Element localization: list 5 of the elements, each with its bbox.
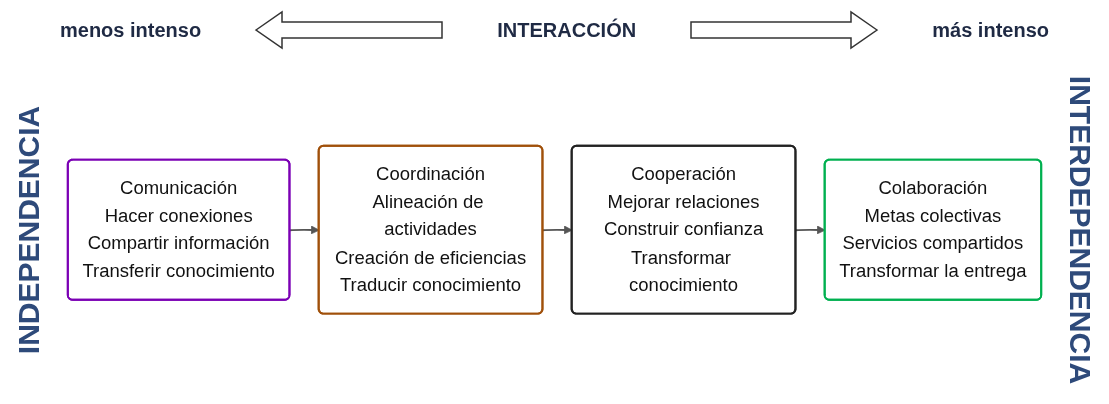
scale-label: más intenso [932,18,1049,42]
axis-title: INTERACCIÓN [497,18,637,42]
side-label: INTERDEPENDENCIA [1063,75,1097,385]
scale-label: menos intenso [60,18,202,42]
side-label: INDEPENDENCIA [12,105,46,355]
